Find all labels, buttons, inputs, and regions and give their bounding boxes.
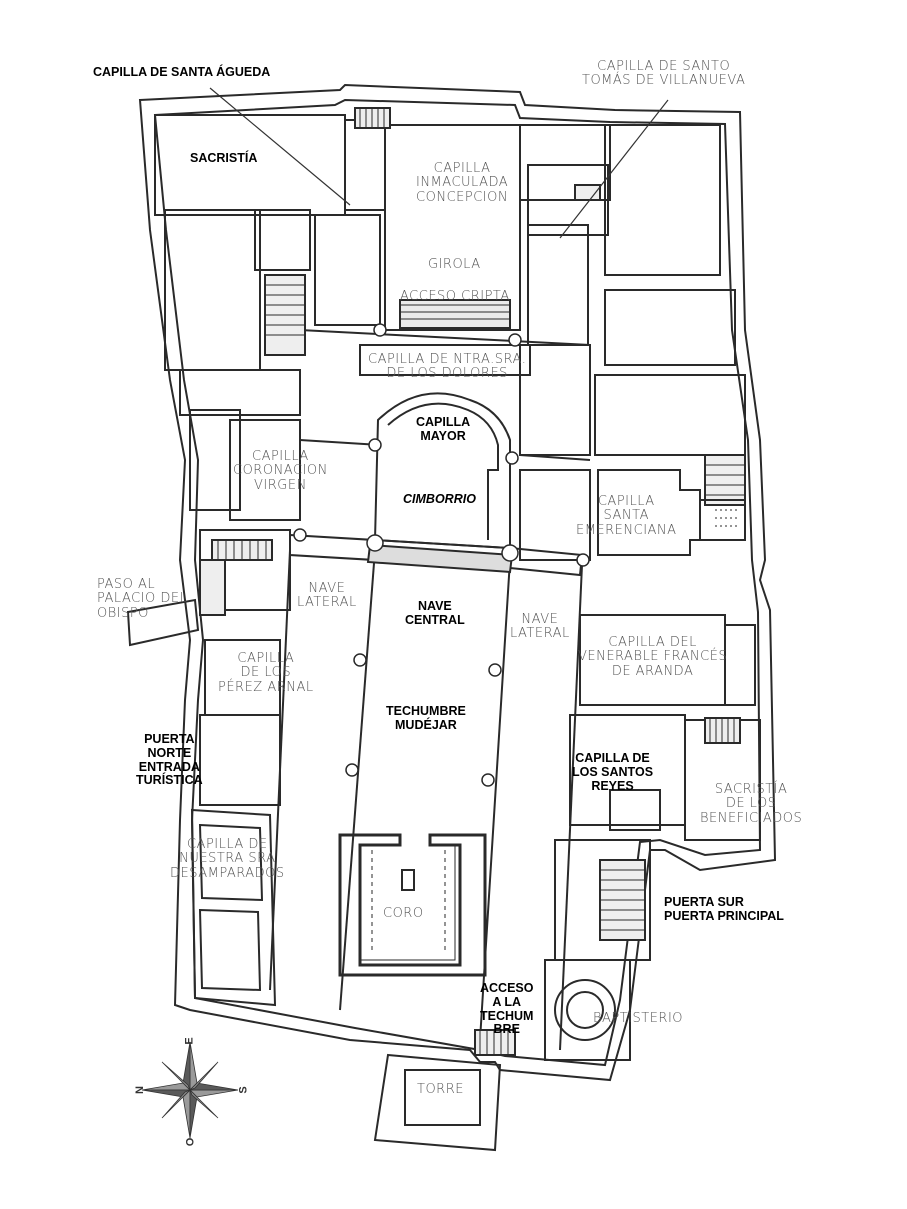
label-nave-lateral-left: NAVE LATERAL [297, 581, 357, 611]
label-nave-lateral-right: NAVE LATERAL [510, 612, 570, 642]
label-torre: TORRE [417, 1082, 464, 1097]
label-frances-aranda: CAPILLA DEL VENERABLE FRANCÉS DE ARANDA [578, 635, 728, 679]
label-santa-agueda: CAPILLA DE SANTA ÁGUEDA [93, 65, 271, 79]
compass-north: N [133, 1086, 146, 1094]
label-sacristia: SACRISTÍA [190, 151, 258, 165]
label-santos-reyes: CAPILLA DE LOS SANTOS REYES [572, 751, 654, 793]
label-coro: CORO [383, 906, 424, 921]
label-acceso-cripta: ACCESO CRIPTA [400, 289, 510, 304]
label-inmaculada: CAPILLA INMACULADA CONCEPCION [416, 161, 509, 205]
compass-east: E [183, 1037, 196, 1045]
label-puerta-norte: PUERTA NORTE ENTRADA TURÍSTICA [136, 732, 203, 788]
outer-wall [138, 83, 777, 1082]
label-beneficiados: SACRISTÍA DE LOS BENEFICIADOS [700, 782, 803, 826]
label-emerenciana: CAPILLA SANTA EMERENCIANA [576, 494, 677, 538]
label-desamparados: CAPILLA DE NUESTRA SRA DESAMPARADOS [170, 837, 285, 881]
label-capilla-mayor: CAPILLA MAYOR [416, 415, 471, 443]
label-coronacion: CAPILLA CORONACION VIRGEN [233, 449, 328, 493]
label-santo-tomas: CAPILLA DE SANTO TOMÁS DE VILLANUEVA [582, 59, 746, 89]
compass-west: O [184, 1137, 197, 1147]
label-perez-arnal: CAPILLA DE LOS PÉREZ ARNAL [218, 651, 314, 695]
label-dolores: CAPILLA DE NTRA.SRA. DE LOS DOLORES [368, 352, 527, 382]
label-puerta-sur: PUERTA SUR PUERTA PRINCIPAL [664, 895, 784, 923]
compass-rose [141, 1041, 239, 1139]
label-paso-palacio: PASO AL PALACIO DEL OBISPO [97, 577, 188, 621]
label-cimborrio: CIMBORRIO [403, 492, 476, 506]
compass-south: S [237, 1086, 250, 1094]
label-acceso-techumbre: ACCESO A LA TECHUM BRE [480, 981, 534, 1037]
label-techumbre: TECHUMBRE MUDÉJAR [386, 704, 466, 732]
label-nave-central: NAVE CENTRAL [405, 599, 465, 627]
label-baptisterio: BAPTISTERIO [593, 1011, 684, 1026]
label-girola: GIROLA [428, 257, 481, 272]
